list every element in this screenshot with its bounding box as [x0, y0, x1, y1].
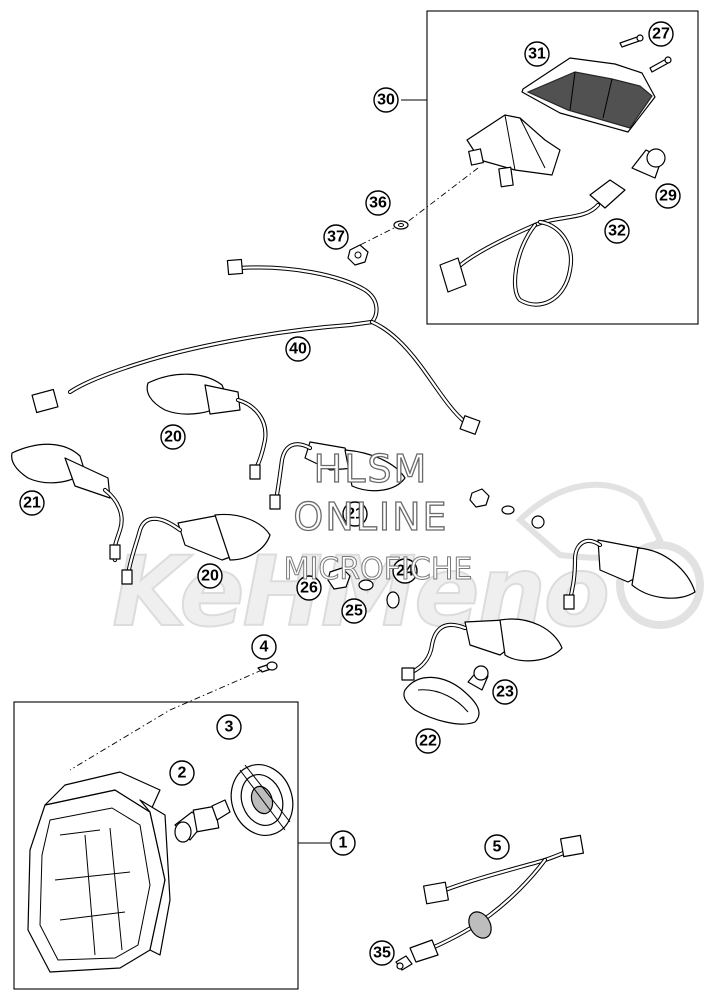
callout-35: 35 — [369, 940, 395, 966]
svg-text:32: 32 — [608, 223, 626, 240]
brand-watermark-wheel — [616, 541, 704, 629]
headlight-group-frame — [13, 701, 299, 990]
callout-4: 4 — [251, 634, 277, 660]
svg-text:26: 26 — [300, 580, 318, 597]
svg-text:24: 24 — [396, 563, 414, 580]
part-bulb-29 — [631, 148, 666, 179]
svg-text:25: 25 — [345, 603, 363, 620]
svg-text:27: 27 — [652, 26, 670, 43]
svg-text:21: 21 — [346, 506, 364, 523]
part-bulb-socket-32 — [439, 179, 626, 307]
svg-text:29: 29 — [659, 188, 677, 205]
watermark-line-2: ONLINE — [293, 495, 448, 539]
svg-text:4: 4 — [260, 639, 269, 656]
watermark-line-3: MICROFICHE — [284, 552, 473, 587]
callout-2: 2 — [169, 760, 195, 786]
callout-22: 22 — [415, 728, 441, 754]
callout-36: 36 — [365, 190, 391, 216]
assembly-line-tail — [349, 167, 479, 251]
svg-text:20: 20 — [201, 568, 219, 585]
part-lens-22 — [403, 676, 480, 725]
svg-text:2: 2 — [178, 765, 187, 782]
watermark-line-1: HLSM — [314, 447, 429, 491]
callout-29: 29 — [655, 183, 681, 209]
leader-lines — [298, 99, 427, 844]
part-tail-light-lens — [521, 57, 656, 133]
svg-text:35: 35 — [373, 945, 391, 962]
part-washer-36 — [393, 220, 409, 230]
svg-text:40: 40 — [289, 341, 307, 358]
part-nut-26 — [327, 567, 351, 590]
callout-37: 37 — [323, 224, 349, 250]
svg-text:31: 31 — [528, 46, 546, 63]
callout-5: 5 — [484, 834, 510, 860]
callout-20-lower: 20 — [197, 563, 223, 589]
svg-text:36: 36 — [369, 195, 387, 212]
part-turn-signal-right-upper — [563, 538, 696, 610]
callout-30: 30 — [373, 87, 399, 113]
callout-3: 3 — [216, 714, 242, 740]
part-washer-25 — [358, 579, 374, 591]
callout-40: 40 — [285, 336, 311, 362]
svg-text:1: 1 — [339, 835, 348, 852]
assembly-line-headlight — [69, 669, 263, 771]
callout-20-upper: 20 — [160, 424, 186, 450]
callout-24: 24 — [392, 558, 418, 584]
callout-27: 27 — [648, 21, 674, 47]
callout-26: 26 — [296, 575, 322, 601]
part-nut-37 — [347, 244, 369, 266]
part-headlight-1 — [27, 771, 171, 973]
text-watermark: HLSM ONLINE MICROFICHE — [283, 446, 473, 587]
callout-31: 31 — [524, 41, 550, 67]
part-turn-signal-21-left — [11, 443, 124, 563]
callout-21-left: 21 — [19, 490, 45, 516]
part-bulb-35 — [395, 955, 413, 971]
part-parking-light-cable-5 — [409, 834, 585, 963]
part-bulb-23 — [467, 665, 489, 691]
part-nuts-washers-right — [469, 488, 545, 529]
svg-text:37: 37 — [327, 229, 345, 246]
part-wiring-harness-40 — [31, 258, 481, 435]
part-dust-cover-3 — [230, 764, 294, 836]
callout-21-middle: 21 — [342, 501, 368, 527]
callout-1: 1 — [330, 830, 356, 856]
svg-text:5: 5 — [493, 839, 502, 856]
brand-watermark-bike — [515, 481, 664, 561]
part-turn-signal-20-lower — [121, 513, 271, 585]
part-turn-signal-20-upper — [146, 373, 268, 480]
part-screws-27 — [619, 34, 672, 73]
svg-text:3: 3 — [225, 719, 234, 736]
tail-light-group-frame — [426, 10, 699, 325]
part-turn-signal-right-lower — [401, 618, 563, 681]
callout-23: 23 — [492, 679, 518, 705]
svg-text:22: 22 — [419, 733, 437, 750]
brand-watermark: KeHMeno — [111, 481, 704, 649]
part-tail-light-housing — [466, 114, 561, 188]
part-washer-24 — [386, 591, 400, 609]
svg-text:21: 21 — [23, 495, 41, 512]
brand-watermark-text: KeHMeno — [112, 536, 608, 648]
svg-text:23: 23 — [496, 684, 514, 701]
svg-text:20: 20 — [164, 429, 182, 446]
part-headlight-bulb-2 — [174, 799, 231, 843]
svg-text:30: 30 — [377, 92, 395, 109]
callout-32: 32 — [604, 218, 630, 244]
callout-25: 25 — [341, 598, 367, 624]
part-turn-signal-21-middle — [269, 441, 406, 510]
